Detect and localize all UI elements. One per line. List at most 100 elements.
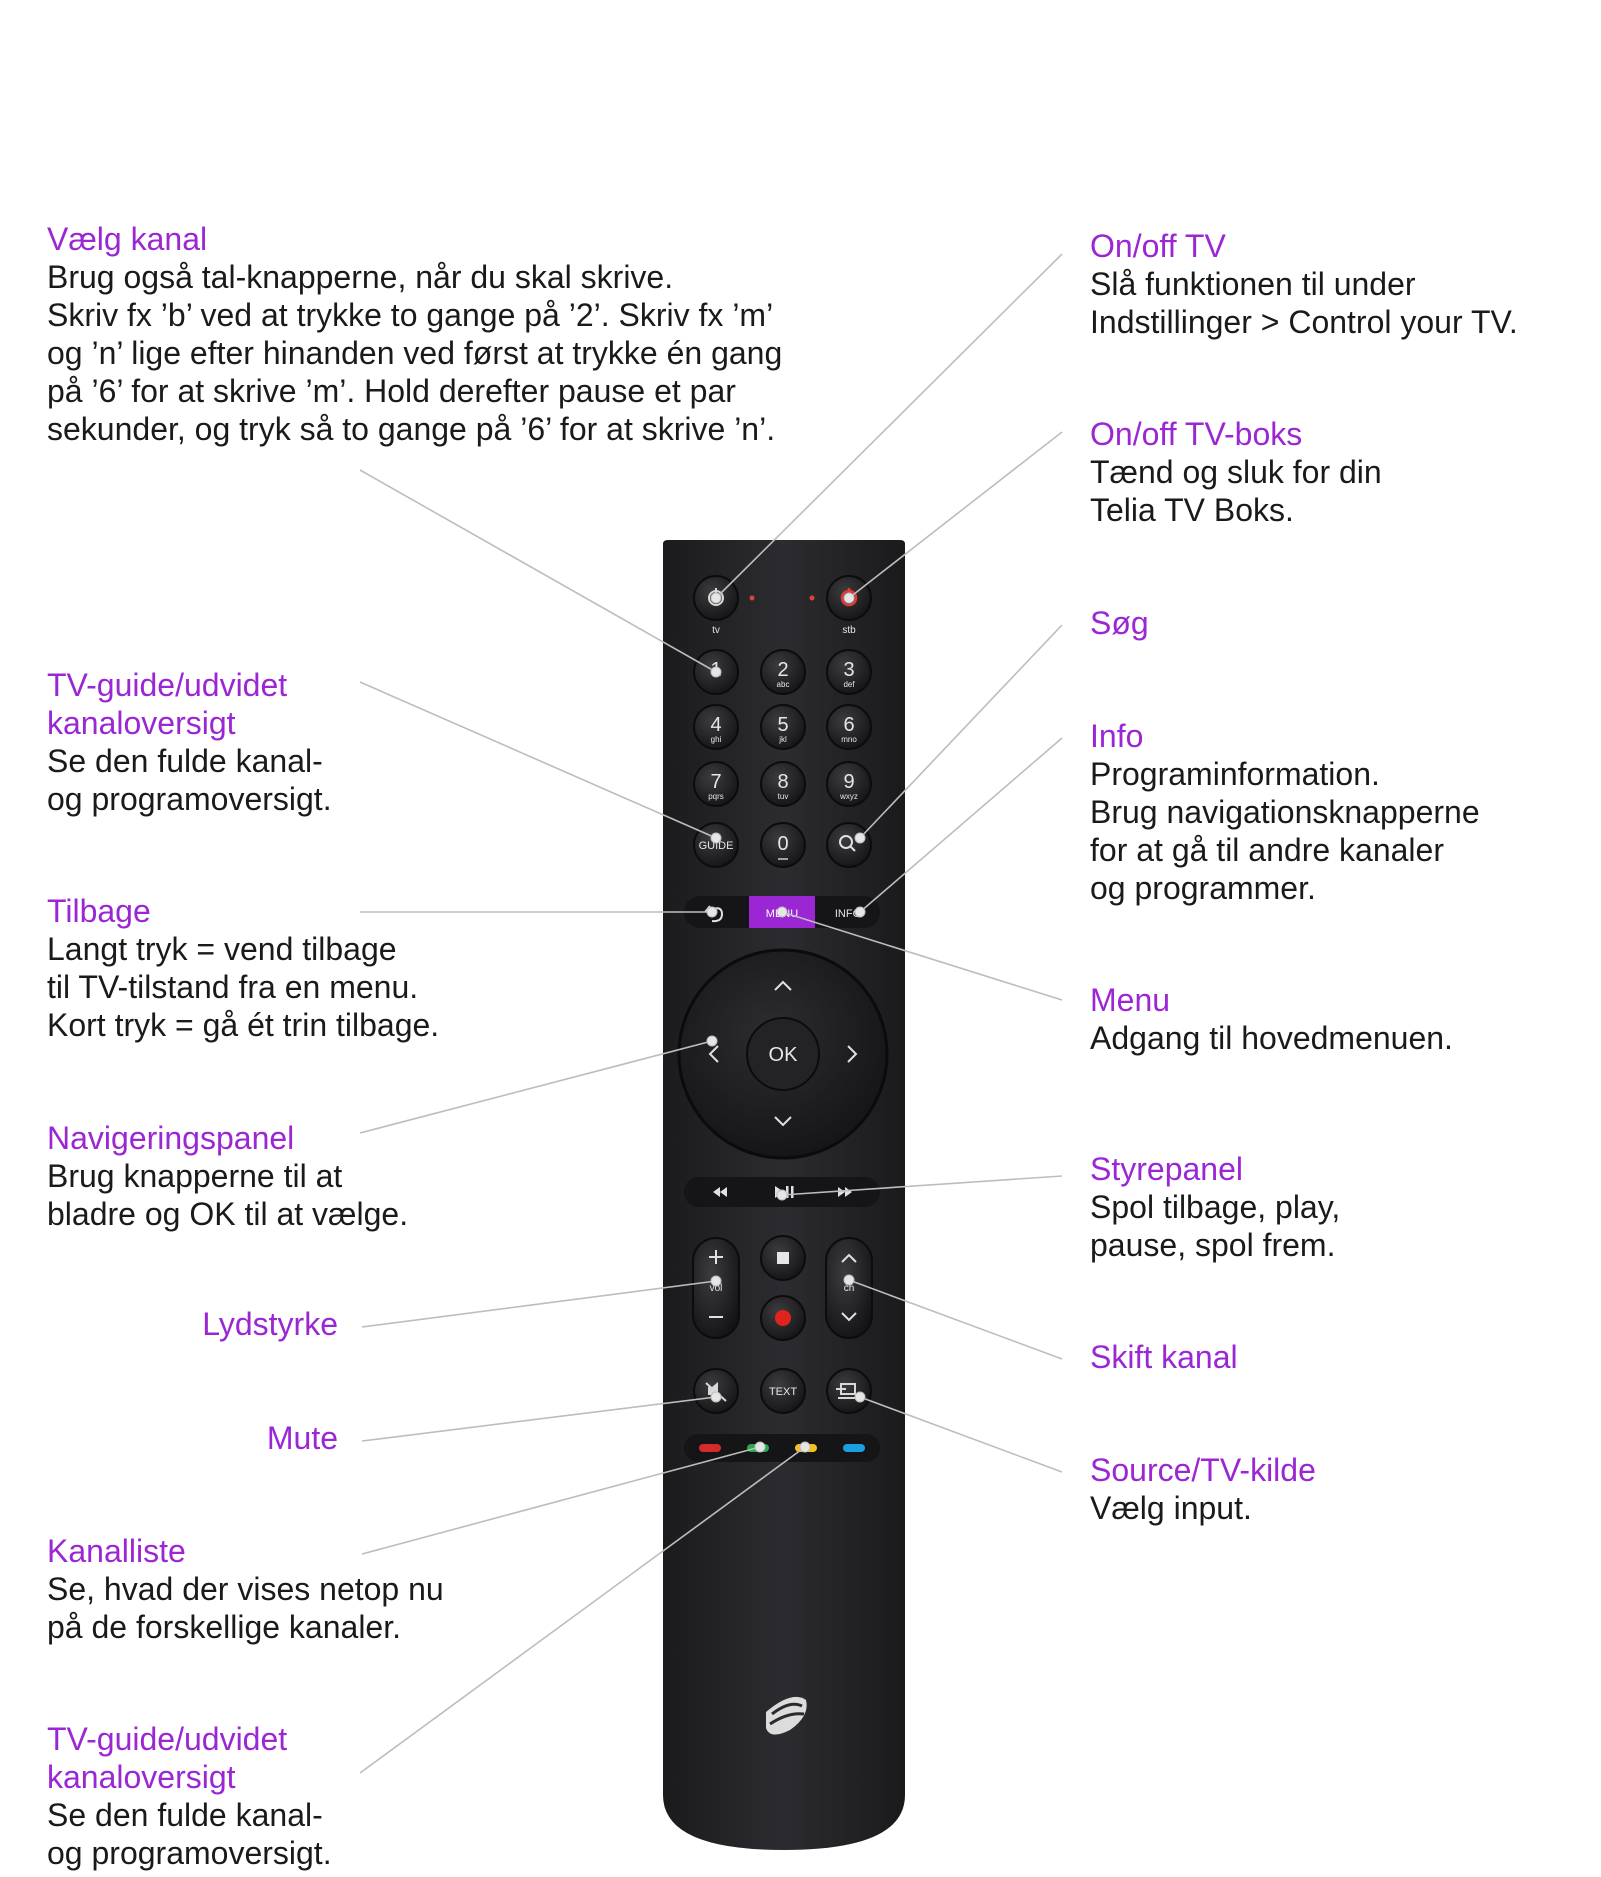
label-body: Tænd og sluk for din Telia TV Boks. [1090, 454, 1382, 528]
key-letters: ghi [711, 735, 722, 744]
key-number: 8 [777, 771, 788, 793]
nav-down-button[interactable] [774, 1116, 792, 1127]
key-1-button[interactable]: 1 [693, 649, 739, 695]
search-button[interactable] [826, 822, 872, 868]
search-icon [839, 835, 856, 852]
label-body: Programinformation. Brug navigationsknap… [1090, 756, 1480, 906]
source-button[interactable] [826, 1368, 872, 1414]
label-title: Vælg kanal [47, 221, 208, 257]
label-title: TV-guide/udvidet kanaloversigt [47, 1721, 288, 1795]
rewind-button[interactable] [713, 1187, 727, 1197]
key-letters: abc [777, 680, 790, 689]
text-button[interactable]: TEXT [760, 1368, 806, 1414]
label-title: Søg [1090, 605, 1149, 641]
key-letters: pqrs [708, 792, 724, 801]
channel-rocker[interactable]: ch [825, 1237, 873, 1339]
label-lydstyrke: Lydstyrke [140, 1305, 338, 1343]
key-letters: tuv [778, 792, 789, 801]
label-body: Langt tryk = vend tilbage til TV-tilstan… [47, 931, 440, 1043]
label-body: Slå funktionen til under Indstillinger >… [1090, 266, 1518, 340]
stop-icon [777, 1252, 789, 1264]
label-mute: Mute [140, 1419, 338, 1457]
stop-button[interactable] [760, 1235, 806, 1281]
label-vaelg-kanal: Vælg kanal Brug også tal-knapperne, når … [47, 220, 782, 448]
label-title: On/off TV [1090, 228, 1226, 264]
label-title: Mute [266, 1420, 338, 1456]
guide-label: GUIDE [699, 840, 734, 852]
power-tv-button[interactable] [693, 575, 739, 621]
record-icon [775, 1310, 791, 1326]
power-stb-button[interactable] [826, 575, 872, 621]
label-title: Info [1090, 718, 1144, 754]
rewind-icon [713, 1187, 727, 1197]
label-body: Vælg input. [1090, 1490, 1252, 1526]
key-letters: mno [841, 735, 857, 744]
blue-key-button[interactable] [843, 1444, 865, 1452]
record-button[interactable] [760, 1295, 806, 1341]
label-menu: Menu Adgang til hovedmenuen. [1090, 981, 1453, 1057]
label-title: TV-guide/udvidet kanaloversigt [47, 667, 288, 741]
label-onoff-box: On/off TV-boks Tænd og sluk for din Teli… [1090, 415, 1382, 529]
label-tilbage: Tilbage Langt tryk = vend tilbage til TV… [47, 892, 439, 1044]
guide-button[interactable]: GUIDE [693, 822, 739, 868]
key-0-label: 0 [777, 833, 788, 855]
label-tv-guide-2: TV-guide/udvidet kanaloversigt Se den fu… [47, 1720, 332, 1872]
key-letters: wxyz [839, 792, 858, 801]
label-info: Info Programinformation. Brug navigation… [1090, 717, 1480, 907]
led-indicator [749, 595, 755, 601]
ok-label: OK [769, 1044, 799, 1066]
yellow-key-button[interactable] [795, 1444, 817, 1452]
stb-label: stb [842, 625, 856, 636]
ch-label: ch [844, 1283, 855, 1294]
ok-button[interactable]: OK [746, 1017, 820, 1091]
label-title: Styrepanel [1090, 1151, 1243, 1187]
volume-rocker[interactable]: vol [692, 1237, 740, 1339]
label-title: Lydstyrke [202, 1306, 338, 1342]
label-body: Brug også tal-knapperne, når du skal skr… [47, 259, 783, 447]
menu-button[interactable]: MENU [749, 896, 815, 928]
vol-label: vol [710, 1283, 723, 1294]
key-0-button[interactable]: 0 [760, 822, 806, 868]
label-title: On/off TV-boks [1090, 416, 1303, 452]
label-body: Spol tilbage, play, pause, spol frem. [1090, 1189, 1341, 1263]
green-key-button[interactable] [747, 1444, 769, 1452]
info-button[interactable]: INFO [835, 908, 862, 920]
label-styrepanel: Styrepanel Spol tilbage, play, pause, sp… [1090, 1150, 1340, 1264]
label-soeg: Søg [1090, 604, 1149, 642]
key-number: 5 [777, 714, 788, 736]
key-number: 3 [843, 659, 854, 681]
navigation-pad: OK [677, 948, 889, 1160]
red-key-button[interactable] [699, 1444, 721, 1452]
label-title: Skift kanal [1090, 1339, 1238, 1375]
label-title: Source/TV-kilde [1090, 1452, 1316, 1488]
mute-button[interactable] [693, 1368, 739, 1414]
led-indicator [809, 595, 815, 601]
label-onoff-tv: On/off TV Slå funktionen til under Indst… [1090, 227, 1518, 341]
label-body: Se den fulde kanal- og programoversigt. [47, 1797, 332, 1871]
menu-label: MENU [766, 908, 798, 920]
info-label: INFO [835, 908, 862, 920]
key-number: 2 [777, 659, 788, 681]
label-source: Source/TV-kilde Vælg input. [1090, 1451, 1316, 1527]
key-letters: def [843, 680, 855, 689]
label-skift-kanal: Skift kanal [1090, 1338, 1238, 1376]
key-number: 7 [710, 771, 721, 793]
key-number: 9 [843, 771, 854, 793]
chevron-down-icon [774, 1116, 792, 1127]
text-label: TEXT [769, 1386, 797, 1398]
nav-right-button[interactable] [847, 1045, 858, 1063]
label-navigeringspanel: Navigeringspanel Brug knapperne til at b… [47, 1119, 408, 1233]
label-tv-guide-1: TV-guide/udvidet kanaloversigt Se den fu… [47, 666, 332, 818]
key-number: 1 [710, 659, 721, 681]
key-number: 6 [843, 714, 854, 736]
